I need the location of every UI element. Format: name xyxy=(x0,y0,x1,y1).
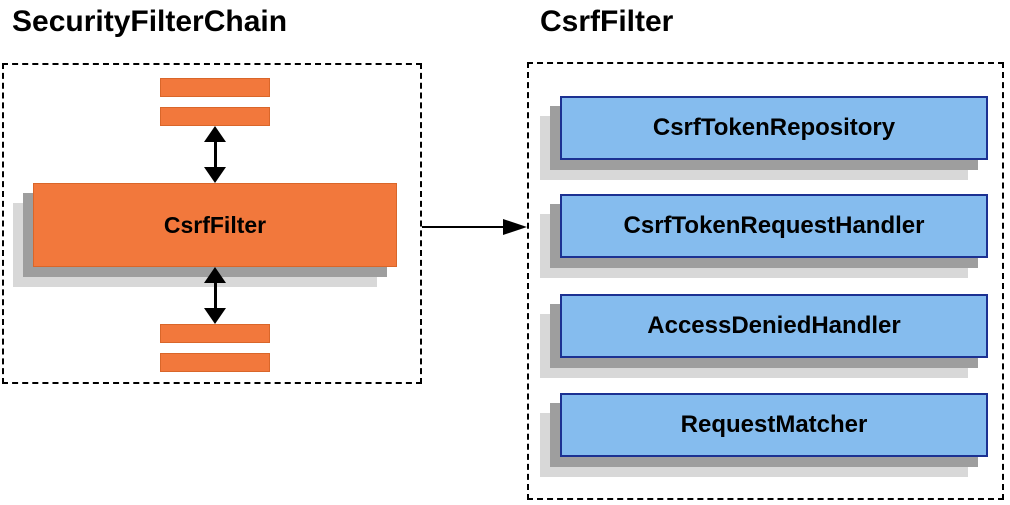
filter-bar-top-1 xyxy=(160,78,270,97)
csrf-filter-title: CsrfFilter xyxy=(540,5,674,38)
filter-bar-top-2 xyxy=(160,107,270,126)
component-box-access-denied-handler: AccessDeniedHandler xyxy=(560,294,988,358)
security-filter-chain-title: SecurityFilterChain xyxy=(12,5,288,38)
csrf-filter-container xyxy=(527,62,1004,500)
component-label: AccessDeniedHandler xyxy=(647,312,901,339)
component-box-csrf-token-repository: CsrfTokenRepository xyxy=(560,96,988,160)
filter-bar-bottom-1 xyxy=(160,324,270,343)
arrow-down-icon xyxy=(204,167,226,183)
component-label: RequestMatcher xyxy=(680,411,868,438)
csrf-filter-box: CsrfFilter xyxy=(33,183,397,267)
security-filter-chain-container xyxy=(2,63,422,384)
component-label: CsrfTokenRepository xyxy=(652,114,896,141)
arrow-up-icon xyxy=(204,126,226,142)
arrowhead-right-icon xyxy=(503,219,527,235)
arrow-shaft xyxy=(213,142,217,167)
component-label: CsrfTokenRequestHandler xyxy=(623,212,925,239)
component-box-request-matcher: RequestMatcher xyxy=(560,393,988,457)
arrow-up-icon xyxy=(204,267,226,283)
arrow-shaft xyxy=(213,283,217,308)
bidirectional-arrow-bottom xyxy=(204,267,226,324)
arrow-down-icon xyxy=(204,308,226,324)
csrf-filter-box-label: CsrfFilter xyxy=(163,211,267,238)
component-box-csrf-token-request-handler: CsrfTokenRequestHandler xyxy=(560,194,988,258)
filter-bar-bottom-2 xyxy=(160,353,270,372)
flow-arrow xyxy=(422,219,527,235)
arrow-shaft xyxy=(422,226,503,228)
bidirectional-arrow-top xyxy=(204,126,226,183)
